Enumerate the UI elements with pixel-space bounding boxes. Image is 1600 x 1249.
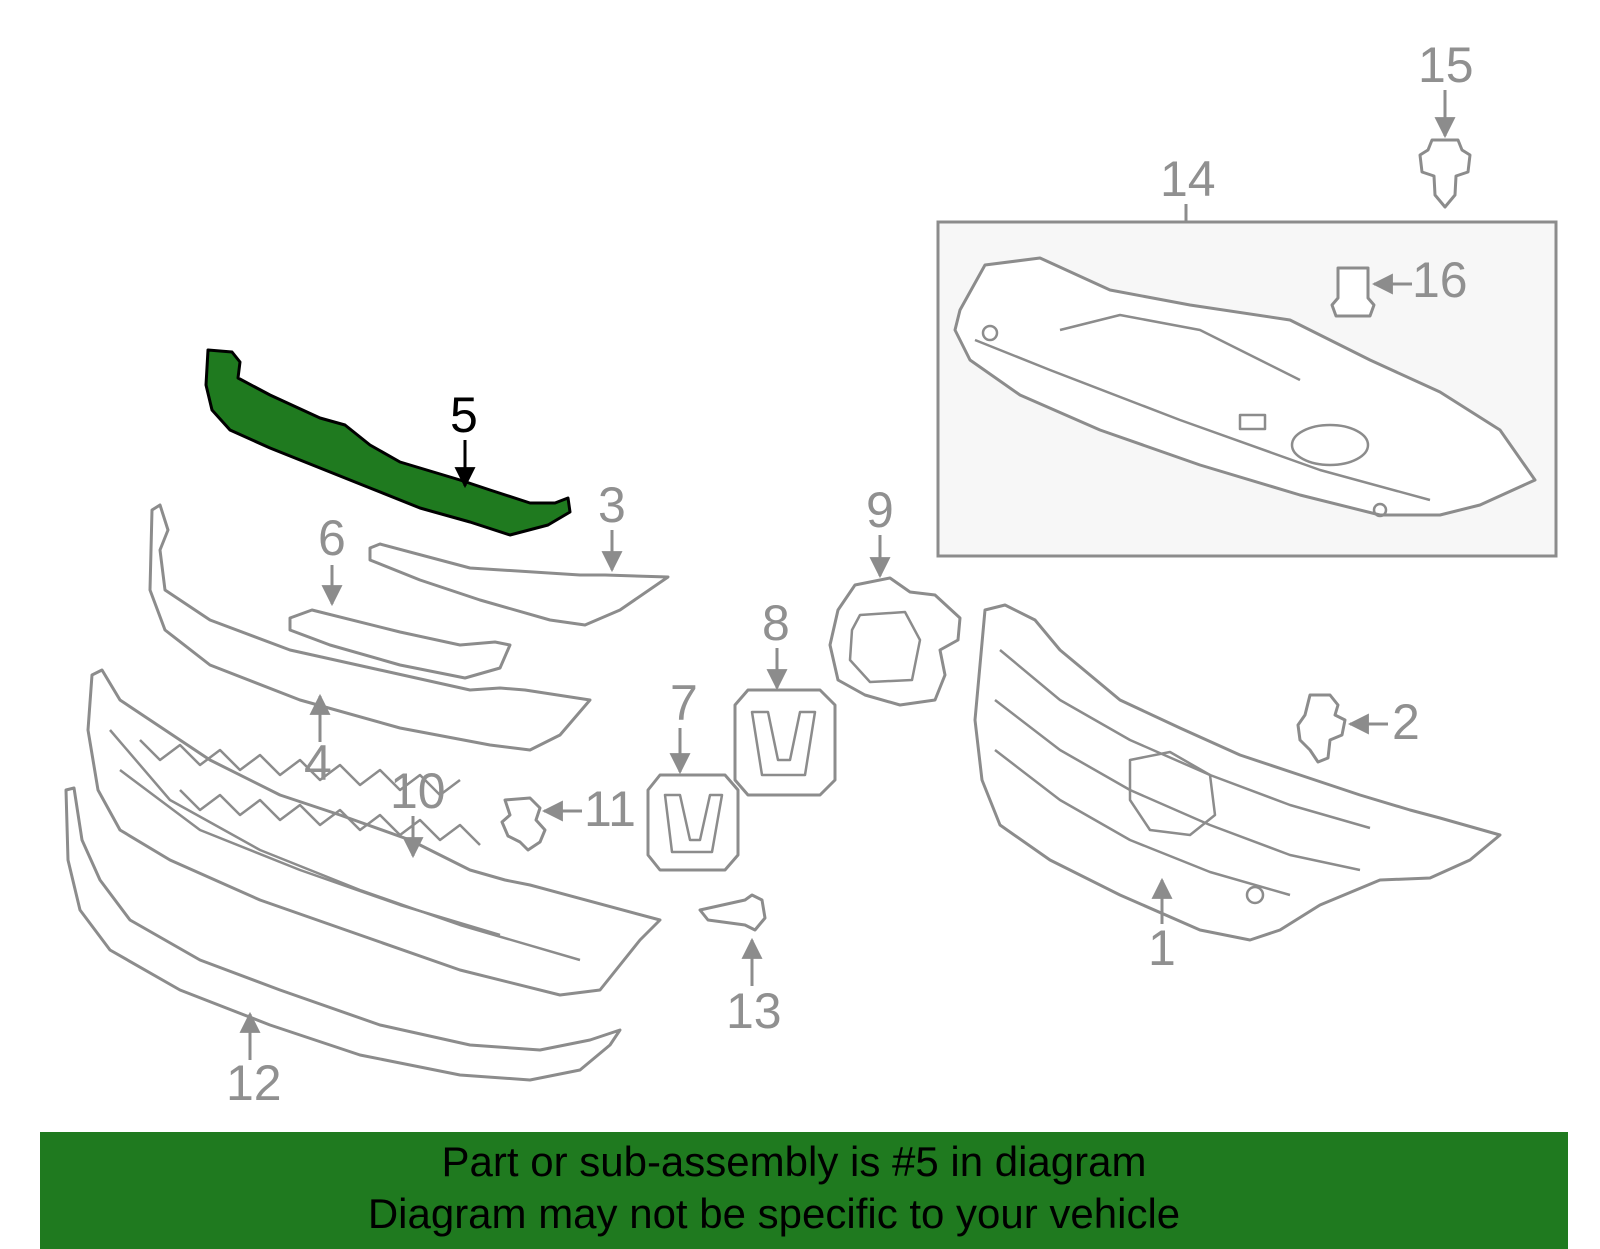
part-2-clip[interactable] [1296,693,1347,764]
svg-text:16: 16 [1412,252,1468,308]
callout-10: 10 [390,763,446,859]
part-4-garnish[interactable] [148,503,592,752]
part-10-lower-grille[interactable] [86,668,662,997]
part-6-garnish[interactable] [288,608,512,680]
callout-13: 13 [726,937,782,1039]
part-9-emblem-base[interactable] [828,576,962,707]
callout-2: 2 [1347,694,1420,750]
part-5-grille-beam[interactable] [204,348,572,537]
part-15-clip[interactable] [1418,138,1472,209]
parts-diagram: 14 15 16 5 3 6 4 10 11 12 7 8 [64,37,1558,1111]
part-14-cover-box[interactable] [936,220,1558,558]
svg-text:4: 4 [304,735,332,791]
callout-6: 6 [318,510,346,607]
banner-disclaimer: Diagram may not be specific to your vehi… [367,1190,1181,1237]
part-16-clip[interactable] [1330,266,1376,318]
svg-text:15: 15 [1418,37,1474,93]
part-3-molding[interactable] [368,542,670,627]
svg-text:12: 12 [226,1055,282,1111]
callout-9: 9 [866,482,894,579]
svg-text:14: 14 [1160,151,1216,207]
part-8-emblem[interactable] [733,688,837,797]
info-banner: Part or sub-assembly is #5 in diagram Di… [40,1132,1568,1249]
svg-text:7: 7 [670,675,698,731]
callout-16: 16 [1371,252,1468,308]
part-13-screw[interactable] [698,893,767,932]
callout-7: 7 [669,675,698,775]
callout-14: 14 [1160,151,1216,222]
callout-12: 12 [226,1011,282,1111]
svg-text:8: 8 [762,595,790,651]
svg-text:2: 2 [1392,694,1420,750]
svg-text:6: 6 [318,510,346,566]
callout-11: 11 [541,781,636,837]
svg-text:9: 9 [866,482,894,538]
callout-4: 4 [304,693,332,791]
part-12-molding[interactable] [64,786,622,1082]
callout-3: 3 [598,477,626,573]
part-11-clip[interactable] [500,796,547,852]
callout-8: 8 [762,595,790,691]
svg-text:13: 13 [726,983,782,1039]
callout-15: 15 [1418,37,1474,139]
svg-text:1: 1 [1148,920,1176,976]
svg-text:10: 10 [390,763,446,819]
svg-text:11: 11 [584,781,636,837]
part-1-main-grille[interactable] [973,603,1502,942]
svg-text:5: 5 [450,387,478,443]
part-7-emblem[interactable] [646,773,740,872]
banner-part-note: Part or sub-assembly is #5 in diagram [441,1138,1147,1185]
svg-text:3: 3 [598,477,626,533]
callout-5: 5 [450,387,478,489]
callout-1: 1 [1148,877,1176,976]
